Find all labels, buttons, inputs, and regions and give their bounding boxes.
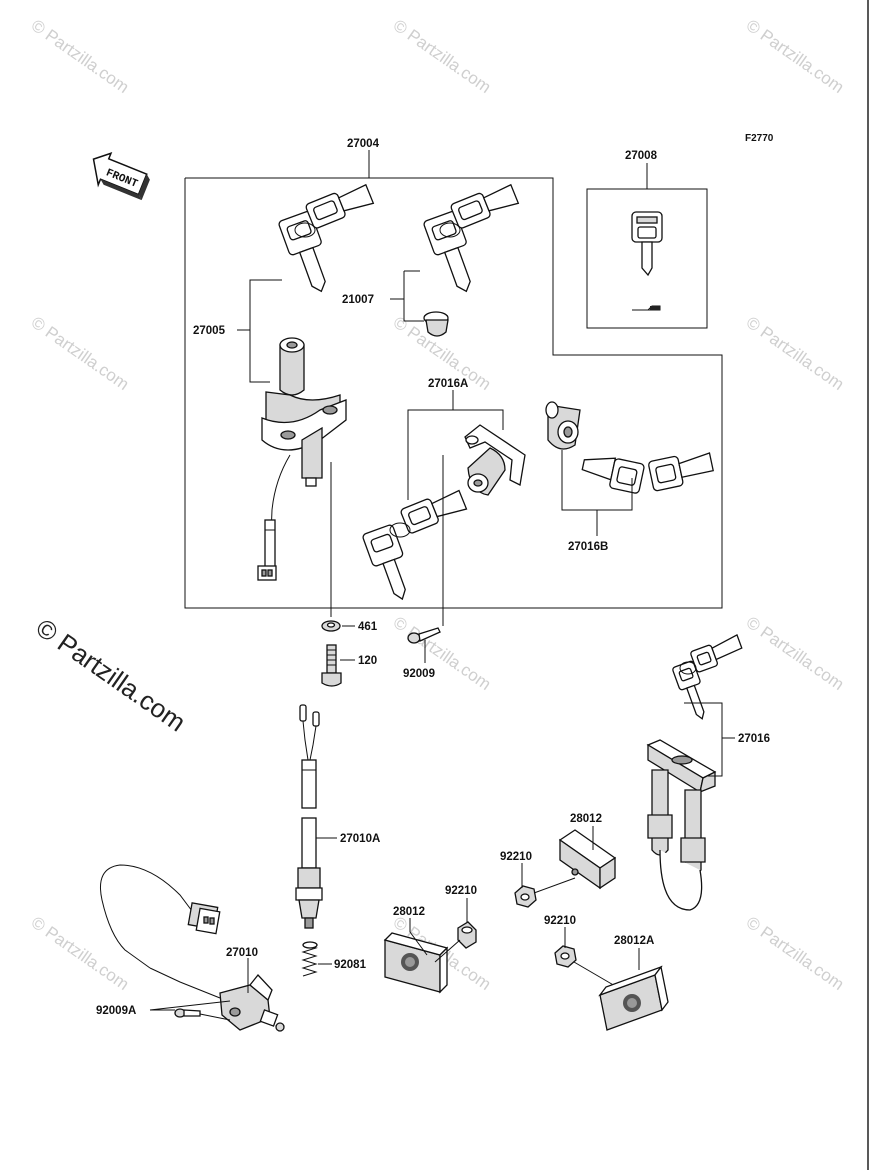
part-label-27016: 27016 bbox=[738, 733, 770, 745]
key-pair-center-icon bbox=[423, 183, 520, 293]
seat-lock-27016A-icon bbox=[464, 424, 526, 496]
part-label-27004: 27004 bbox=[347, 138, 380, 150]
helmet-lock-27016-icon bbox=[646, 633, 743, 911]
part-label-461: 461 bbox=[358, 621, 378, 633]
spring-92081-icon bbox=[301, 941, 318, 977]
lock-27016B-icon bbox=[545, 401, 581, 450]
part-label-28012-left: 28012 bbox=[393, 906, 425, 918]
nut-92210-b-icon bbox=[457, 921, 477, 949]
front-arrow-icon: FRONT bbox=[92, 152, 150, 201]
washer-461-icon bbox=[321, 620, 341, 632]
part-label-92081: 92081 bbox=[334, 959, 367, 971]
part-label-27016B: 27016B bbox=[568, 541, 608, 553]
plate-28012-left-icon bbox=[383, 932, 449, 994]
neutral-switch-27010-icon bbox=[100, 864, 285, 1032]
watermark: © Partzilla.com bbox=[28, 313, 133, 394]
nut-92210-a-icon bbox=[514, 885, 537, 908]
part-label-92210-a: 92210 bbox=[500, 851, 532, 863]
kit-outline-27004 bbox=[184, 177, 723, 609]
key-pair-left-icon bbox=[278, 183, 375, 293]
part-label-27010A: 27010A bbox=[340, 833, 380, 845]
watermark: © Partzilla.com bbox=[390, 16, 495, 97]
part-label-27008: 27008 bbox=[625, 150, 658, 162]
leader-line bbox=[409, 931, 428, 956]
watermark: © Partzilla.com bbox=[28, 913, 133, 994]
plate-28012A-icon bbox=[598, 965, 669, 1031]
watermark: © Partzilla.com bbox=[390, 613, 495, 694]
bolt-120-icon bbox=[321, 644, 342, 687]
watermark-large: © Partzilla.com bbox=[31, 612, 192, 737]
watermark: © Partzilla.com bbox=[743, 16, 848, 97]
nut-92210-c-icon bbox=[554, 945, 577, 968]
figure-code: F2770 bbox=[745, 133, 774, 144]
sensor-harness-27010A-icon bbox=[295, 704, 323, 929]
watermark: © Partzilla.com bbox=[743, 613, 848, 694]
part-label-28012A: 28012A bbox=[614, 935, 654, 947]
watermark: © Partzilla.com bbox=[743, 313, 848, 394]
part-label-92009: 92009 bbox=[403, 668, 435, 680]
part-label-21007: 21007 bbox=[342, 294, 374, 306]
key-blank-icon bbox=[631, 211, 663, 311]
part-label-120: 120 bbox=[358, 655, 377, 667]
screw-92009-icon bbox=[407, 627, 441, 644]
leader-line bbox=[533, 877, 576, 894]
ignition-switch-icon bbox=[257, 337, 347, 581]
watermark: © Partzilla.com bbox=[28, 16, 133, 97]
key-pair-lower-icon bbox=[362, 489, 468, 601]
key-pair-right-icon bbox=[581, 452, 714, 494]
part-label-92009A: 92009A bbox=[96, 1005, 136, 1017]
plate-28012-top-icon bbox=[558, 829, 617, 890]
part-label-28012-top: 28012 bbox=[570, 813, 602, 825]
leader-line bbox=[434, 939, 461, 963]
watermark: © Partzilla.com bbox=[743, 913, 848, 994]
key-cap-21007-icon bbox=[423, 311, 449, 337]
leader-line bbox=[684, 702, 723, 777]
part-label-27010: 27010 bbox=[226, 947, 258, 959]
part-label-27005: 27005 bbox=[193, 325, 226, 337]
leader-line bbox=[199, 1013, 231, 1021]
part-label-27016A: 27016A bbox=[428, 378, 468, 390]
leader-line bbox=[407, 409, 504, 500]
leader-line bbox=[249, 279, 282, 383]
part-label-92210-b: 92210 bbox=[445, 885, 477, 897]
leader-line bbox=[149, 1000, 231, 1011]
screw-92009A-icon bbox=[174, 1008, 201, 1018]
part-label-92210-c: 92210 bbox=[544, 915, 576, 927]
leader-line bbox=[403, 271, 424, 322]
